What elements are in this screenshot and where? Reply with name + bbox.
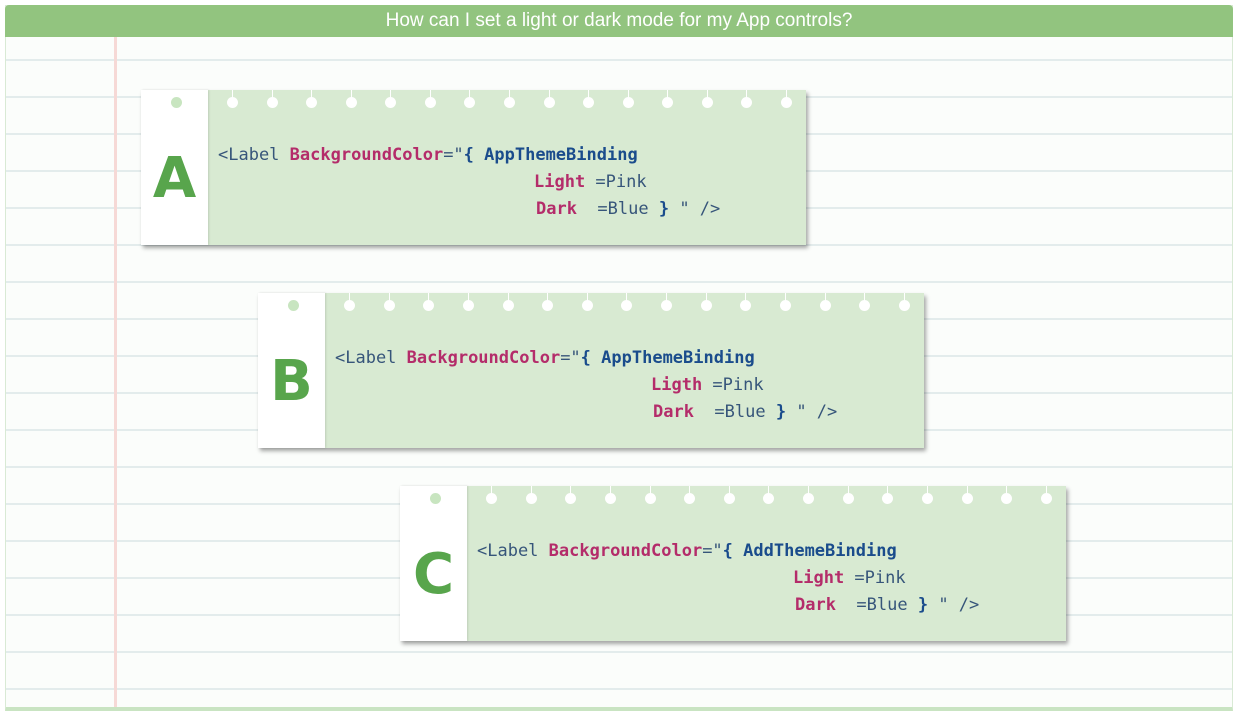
spiral-rings [486, 486, 1052, 506]
ring-icon [780, 90, 792, 110]
ring-icon [385, 90, 397, 110]
code-light-value: =Pink [585, 172, 647, 192]
code-light-key: Light [793, 568, 845, 588]
code-brace-open: { [580, 348, 602, 368]
code-tail: " /> [928, 595, 980, 615]
ring-icon [525, 486, 537, 506]
ring-icon [345, 90, 357, 110]
ring-icon [1001, 486, 1013, 506]
ring-icon [486, 486, 497, 506]
ring-icon [464, 90, 476, 110]
code-attribute: BackgroundColor [289, 145, 444, 165]
ring-icon [543, 90, 555, 110]
ring-icon [780, 293, 792, 313]
ring-icon [462, 293, 474, 313]
code-light-key: Ligth [651, 375, 703, 395]
code-tail: " /> [786, 402, 838, 422]
question-title: How can I set a light or dark mode for m… [5, 5, 1233, 37]
ring-icon [604, 486, 616, 506]
ring-icon [622, 90, 634, 110]
spiral-rings [344, 293, 910, 313]
code-dark-value: =Blue [576, 199, 659, 219]
ring-icon [1040, 486, 1052, 506]
ring-icon [288, 300, 299, 311]
notebook-margin-line [114, 37, 117, 707]
ring-icon [740, 293, 752, 313]
code-attribute: BackgroundColor [548, 541, 703, 561]
option-letter: A [152, 146, 197, 211]
ring-icon [430, 493, 441, 504]
option-c-tab: C [400, 486, 467, 641]
ring-icon [583, 90, 595, 110]
option-letter: C [412, 542, 455, 607]
ring-icon [898, 293, 910, 313]
option-a-card[interactable]: A <Label BackgroundColor="{ AppThemeBind… [141, 90, 806, 245]
ring-icon [819, 293, 831, 313]
ring-icon [842, 486, 854, 506]
code-tail: " /> [669, 199, 721, 219]
option-b-tab: B [258, 293, 325, 448]
ring-icon [581, 293, 593, 313]
ring-icon [763, 486, 775, 506]
ring-icon [383, 293, 395, 313]
code-snippet: <Label BackgroundColor="{ AppThemeBindin… [335, 345, 837, 426]
ring-icon [661, 293, 673, 313]
code-dark-key: Dark [536, 199, 577, 219]
code-dark-key: Dark [795, 595, 836, 615]
code-brace-close: } [917, 595, 929, 615]
option-c-card[interactable]: C <Label BackgroundColor="{ AddThemeBind… [400, 486, 1066, 641]
code-equals: =" [443, 145, 464, 165]
ring-icon [961, 486, 973, 506]
option-letter: B [270, 349, 313, 414]
ring-icon [684, 486, 696, 506]
code-tag: <Label [477, 541, 549, 561]
code-tag: <Label [335, 348, 407, 368]
ring-icon [503, 90, 515, 110]
ring-icon [171, 97, 182, 108]
code-dark-key: Dark [653, 402, 694, 422]
ring-icon [424, 90, 436, 110]
ring-icon [922, 486, 934, 506]
spiral-rings [227, 90, 792, 110]
code-dark-value: =Blue [693, 402, 776, 422]
code-binding: AppThemeBinding [484, 145, 638, 165]
ring-icon [859, 293, 871, 313]
ring-icon [227, 90, 238, 110]
ring-icon [723, 486, 735, 506]
ring-icon [306, 90, 318, 110]
code-brace-open: { [463, 145, 485, 165]
code-light-value: =Pink [702, 375, 764, 395]
option-b-card[interactable]: B <Label BackgroundColor="{ AppThemeBind… [258, 293, 924, 448]
ring-icon [344, 293, 355, 313]
code-equals: =" [560, 348, 581, 368]
code-brace-close: } [658, 199, 670, 219]
ring-icon [542, 293, 554, 313]
ring-icon [662, 90, 674, 110]
ring-icon [701, 90, 713, 110]
ring-icon [741, 90, 753, 110]
ring-icon [803, 486, 815, 506]
ring-icon [700, 293, 712, 313]
code-brace-close: } [775, 402, 787, 422]
code-snippet: <Label BackgroundColor="{ AppThemeBindin… [218, 142, 720, 223]
code-light-value: =Pink [844, 568, 906, 588]
code-dark-value: =Blue [835, 595, 918, 615]
ring-icon [621, 293, 633, 313]
ring-icon [502, 293, 514, 313]
code-brace-open: { [722, 541, 744, 561]
code-tag: <Label [218, 145, 290, 165]
code-light-key: Light [534, 172, 586, 192]
code-equals: =" [702, 541, 723, 561]
code-binding: AppThemeBinding [601, 348, 755, 368]
ring-icon [266, 90, 278, 110]
ring-icon [644, 486, 656, 506]
code-snippet: <Label BackgroundColor="{ AddThemeBindin… [477, 538, 979, 619]
ring-icon [565, 486, 577, 506]
option-a-tab: A [141, 90, 208, 245]
code-attribute: BackgroundColor [406, 348, 561, 368]
ring-icon [882, 486, 894, 506]
code-binding: AddThemeBinding [743, 541, 897, 561]
ring-icon [423, 293, 435, 313]
